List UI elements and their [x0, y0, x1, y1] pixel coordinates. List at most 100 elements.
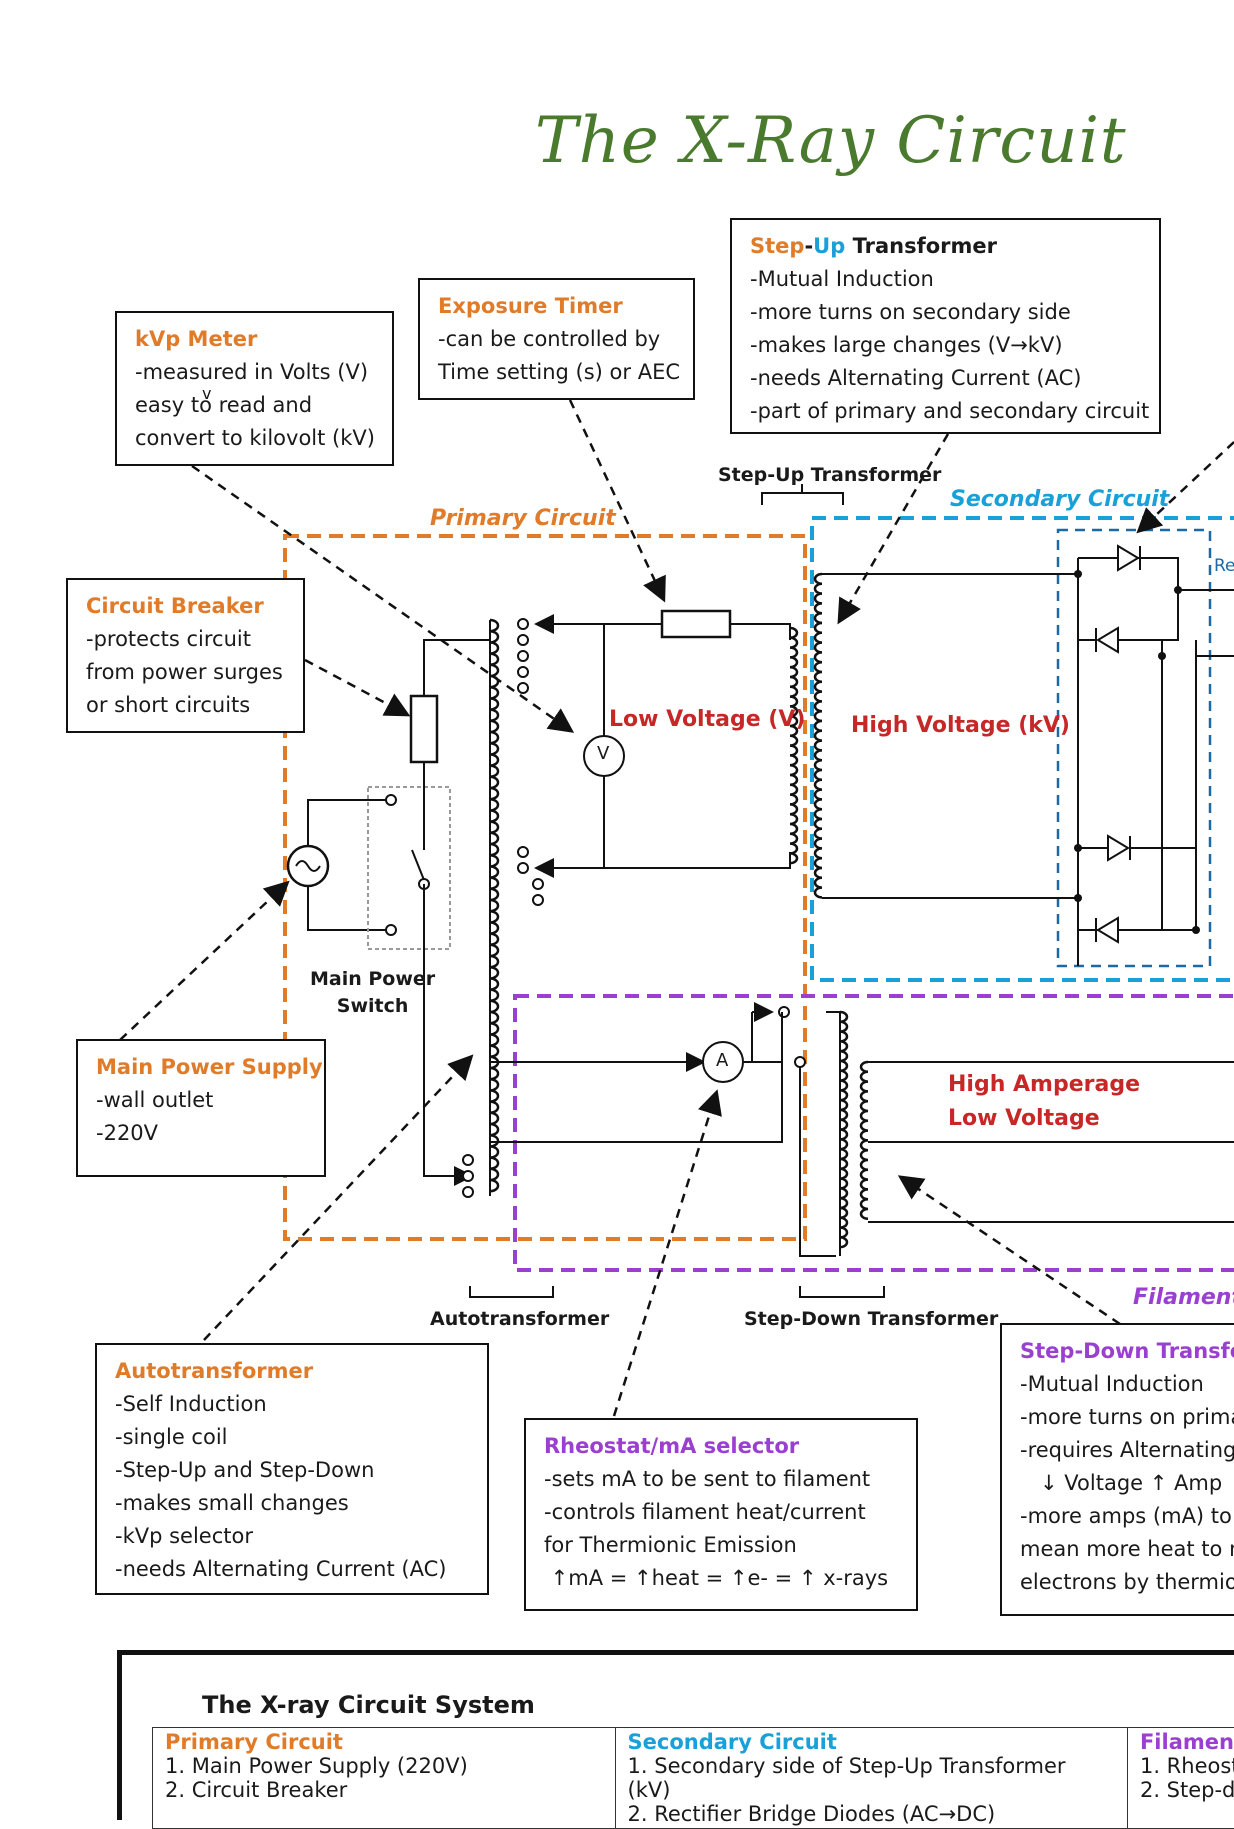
stepup-line-1: -Mutual Induction — [750, 267, 934, 291]
stepup-heading-step: Step — [750, 234, 805, 258]
stepdown-arrow — [897, 1175, 1121, 1326]
stepup-label: Step-Up Transformer — [718, 464, 942, 486]
auto-line-4: -makes small changes — [115, 1491, 349, 1515]
system-col-secondary: Secondary Circuit 1. Secondary side of S… — [614, 1727, 1128, 1829]
secondary-circuit-region — [810, 516, 1234, 982]
stepup-transformer-box: Step-Up Transformer -Mutual Induction -m… — [730, 218, 1161, 434]
rectifier-region — [1056, 528, 1212, 968]
autotransformer-box: Autotransformer -Self Induction -single … — [95, 1343, 489, 1595]
stepdown-heading: Step-Down Transfor — [1020, 1339, 1234, 1363]
high-voltage-label: High Voltage (kV) — [851, 713, 1070, 738]
stepdown-transformer-box: Step-Down Transfor -Mutual Induction -mo… — [1000, 1323, 1234, 1616]
ammeter-label: A — [716, 1050, 729, 1071]
rheo-line-4: ↑mA = ↑heat = ↑e- = ↑ x-rays — [544, 1566, 889, 1590]
stepdown-line-5: -more amps (mA) to f — [1020, 1504, 1234, 1528]
kvp-meter-box: kVp Meter -measured in Volts (V) easy to… — [115, 311, 394, 466]
auto-line-5: -kVp selector — [115, 1524, 253, 1548]
page-title: The X-Ray Circuit — [535, 104, 1127, 178]
auto-line-2: -single coil — [115, 1425, 228, 1449]
supply-arrow — [119, 880, 290, 1041]
stepdown-line-3: -requires Alternating — [1020, 1438, 1234, 1462]
system-col-primary: Primary Circuit 1. Main Power Supply (22… — [152, 1727, 616, 1829]
system-filament-item-2: 2. Step-d — [1139, 1778, 1234, 1802]
circuit-breaker-fuse — [409, 694, 439, 764]
kvp-meter-heading: kVp Meter — [135, 327, 258, 351]
filament-label: Filament — [1133, 1285, 1234, 1310]
system-table: Primary Circuit 1. Main Power Supply (22… — [152, 1727, 1234, 1829]
kvp-note: v — [202, 384, 212, 403]
stepup-heading-rest: Transformer — [845, 234, 997, 258]
supply-line-2: -220V — [96, 1121, 159, 1145]
stepdown-secondary-coil — [859, 1060, 869, 1221]
stepdown-line-1: -Mutual Induction — [1020, 1372, 1204, 1396]
kvp-line-1: -measured in Volts (V) — [135, 360, 369, 384]
system-title: The X-ray Circuit System — [202, 1691, 535, 1719]
circuit-breaker-box: Circuit Breaker -protects circuit from p… — [66, 578, 305, 733]
rheo-arrow — [612, 1089, 722, 1417]
system-col-filament: Filament 1. Rheost 2. Step-d — [1126, 1727, 1234, 1829]
supply-heading: Main Power Supply — [96, 1055, 323, 1079]
low-voltage-2-label: Low Voltage — [948, 1106, 1100, 1131]
kvp-arrow — [191, 464, 575, 733]
stepdown-line-2: -more turns on prima — [1020, 1405, 1234, 1429]
stepdown-line-7: electrons by thermio — [1020, 1570, 1234, 1594]
autotransformer-coil — [489, 618, 500, 1193]
breaker-line-3: or short circuits — [86, 693, 251, 717]
stepdown-label: Step-Down Transformer — [744, 1308, 999, 1330]
supply-line-1: -wall outlet — [96, 1088, 214, 1112]
stepup-line-5: -part of primary and secondary circuit — [750, 399, 1150, 423]
stepdown-line-4: ↓ Voltage ↑ Amp — [1020, 1471, 1223, 1495]
system-primary-heading: Primary Circuit — [165, 1730, 343, 1754]
timer-line-2: Time setting (s) or AEC — [438, 360, 681, 384]
rheo-line-2: -controls filament heat/current — [544, 1500, 866, 1524]
rectifier-diodes — [1095, 544, 1141, 944]
timer-heading: Exposure Timer — [438, 294, 623, 318]
timer-arrow — [568, 399, 666, 603]
autotransformer-label: Autotransformer — [430, 1308, 610, 1330]
voltmeter-label: V — [597, 743, 610, 764]
rheostat-box: Rheostat/mA selector -sets mA to be sent… — [524, 1418, 918, 1611]
primary-circuit-region — [283, 534, 807, 1241]
secondary-circuit-label: Secondary Circuit — [950, 487, 1170, 512]
auto-heading: Autotransformer — [115, 1359, 314, 1383]
breaker-line-2: from power surges — [86, 660, 283, 684]
stepup-line-2: -more turns on secondary side — [750, 300, 1071, 324]
stepdown-primary-coil — [839, 1010, 849, 1249]
kvp-line-3: convert to kilovolt (kV) — [135, 426, 375, 450]
auto-arrow — [203, 1054, 474, 1341]
system-secondary-item-2: 2. Rectifier Bridge Diodes (AC→DC) — [627, 1802, 996, 1826]
main-power-supply-box: Main Power Supply -wall outlet -220V — [76, 1039, 326, 1177]
system-filament-heading: Filament — [1139, 1730, 1234, 1754]
system-secondary-item: 1. Secondary side of Step-Up Transformer… — [627, 1754, 1066, 1802]
secondary-arrow — [1136, 441, 1234, 534]
filament-region — [513, 994, 1234, 1272]
auto-line-3: -Step-Up and Step-Down — [115, 1458, 375, 1482]
timer-line-1: -can be controlled by — [438, 327, 661, 351]
system-filament-item: 1. Rheost — [1139, 1754, 1234, 1778]
stepdown-line-6: mean more heat to m — [1020, 1537, 1234, 1561]
rheo-line-1: -sets mA to be sent to filament — [544, 1467, 871, 1491]
exposure-timer-box: Exposure Timer -can be controlled by Tim… — [418, 278, 695, 400]
primary-circuit-label: Primary Circuit — [430, 506, 616, 531]
breaker-arrow — [304, 658, 411, 717]
auto-line-6: -needs Alternating Current (AC) — [115, 1557, 447, 1581]
rectifier-label: Re — [1214, 556, 1234, 576]
system-primary-item-2: 2. Circuit Breaker — [165, 1778, 348, 1802]
kvp-line-2: easy to read and — [135, 393, 313, 417]
exposure-timer-resistor — [660, 609, 732, 639]
stepup-arrow — [837, 433, 950, 625]
stepdown-bracket — [799, 1286, 885, 1298]
auto-bracket — [469, 1286, 554, 1298]
stepup-secondary-coil — [813, 572, 823, 899]
stepup-line-4: -needs Alternating Current (AC) — [750, 366, 1082, 390]
system-primary-item: 1. Main Power Supply (220V) — [165, 1754, 468, 1778]
system-summary: The X-ray Circuit System Primary Circuit… — [117, 1650, 1234, 1829]
breaker-heading: Circuit Breaker — [86, 594, 264, 618]
stepup-heading-dash: - — [804, 234, 814, 258]
rheo-heading: Rheostat/mA selector — [544, 1434, 800, 1458]
low-voltage-label: Low Voltage (V) — [609, 707, 806, 732]
auto-line-1: -Self Induction — [115, 1392, 267, 1416]
stepup-line-3: -makes large changes (V→kV) — [750, 333, 1063, 357]
stepup-bracket — [761, 484, 844, 505]
